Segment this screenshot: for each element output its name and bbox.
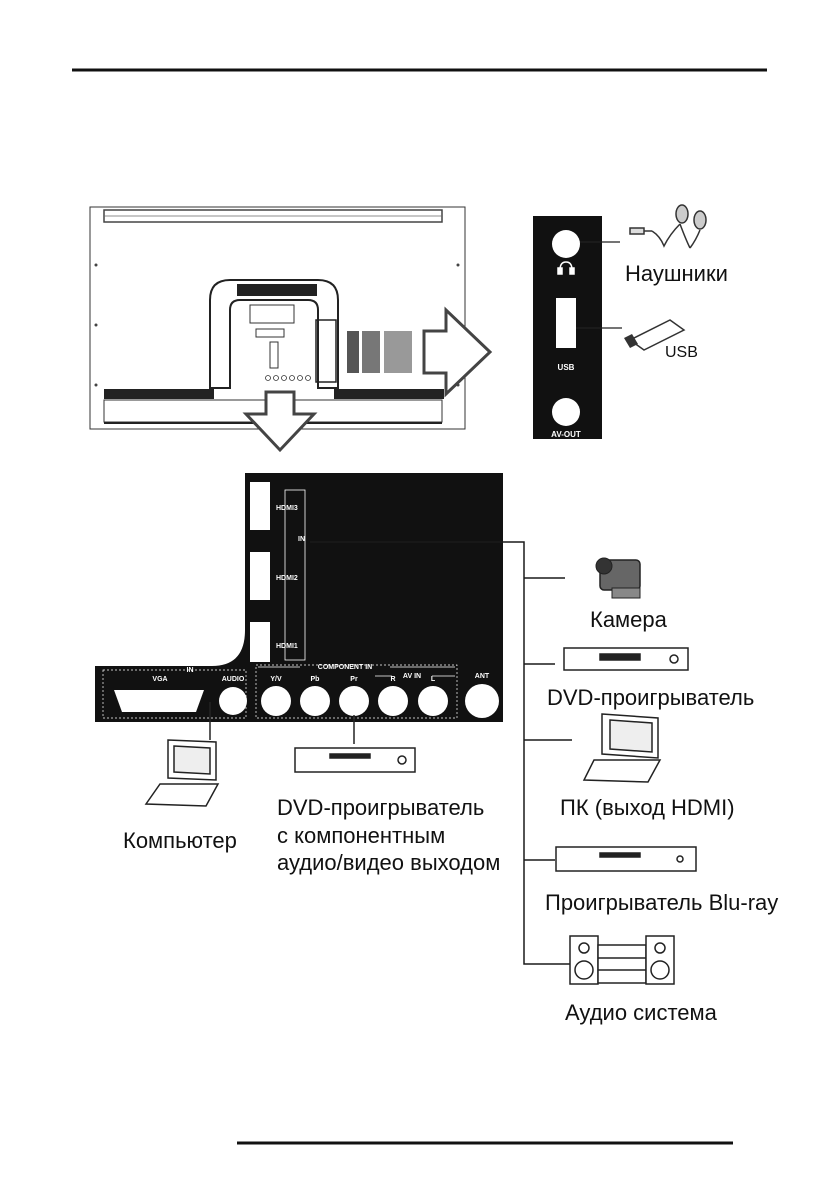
label-audio-system: Аудио система <box>565 1000 718 1025</box>
pb-jack <box>300 686 330 716</box>
pr-label: Pr <box>350 676 358 683</box>
r-jack <box>378 686 408 716</box>
hdmi2-port <box>250 552 270 600</box>
hdmi1-port <box>250 622 270 662</box>
vga-label: VGA <box>152 676 167 683</box>
label-bluray: Проигрыватель Blu-ray <box>545 890 778 915</box>
hdmi-in-label: IN <box>298 536 305 543</box>
hdmi-bus-lines <box>310 541 572 965</box>
av-out-jack <box>552 398 580 426</box>
label-pc-hdmi: ПК (выход HDMI) <box>560 795 735 820</box>
l-label: L <box>431 676 436 683</box>
ant-label: ANT <box>475 673 490 680</box>
label-component-dvd-line1: DVD-проигрыватель <box>277 795 484 820</box>
component-dvd-icon <box>294 747 416 773</box>
label-dvd-player: DVD-проигрыватель <box>547 685 754 710</box>
pr-jack <box>339 686 369 716</box>
r-label: R <box>390 676 395 683</box>
label-headphones: Наушники <box>625 261 728 286</box>
audio-label: AUDIO <box>222 676 245 683</box>
arrow-to-main-panel <box>242 390 318 453</box>
vga-port <box>114 690 204 712</box>
camera-icon <box>595 557 641 599</box>
yv-jack <box>261 686 291 716</box>
yv-label: Y/V <box>270 676 282 683</box>
laptop-pc-icon <box>582 713 662 783</box>
label-camera: Камера <box>590 607 668 632</box>
l-jack <box>418 686 448 716</box>
side-usb-label: USB <box>558 363 575 372</box>
main-panel: HDMI3 HDMI2 HDMI1 IN IN VGA AUDIO COMPON… <box>95 473 503 722</box>
label-component-dvd-line2: с компонентным <box>277 823 445 848</box>
headphones-icon <box>629 204 707 249</box>
audio-system-icon <box>569 935 675 985</box>
ant-jack <box>465 684 499 718</box>
label-usb-stick: USB <box>665 344 698 361</box>
hdmi3-label: HDMI3 <box>276 505 298 512</box>
bluray-player-icon <box>555 846 697 872</box>
headphone-icon <box>557 261 575 275</box>
hdmi3-port <box>250 482 270 530</box>
arrow-to-side-panel <box>347 306 493 398</box>
laptop-computer-icon <box>144 739 220 807</box>
in-top-label: IN <box>187 667 194 674</box>
component-in-label: COMPONENT IN <box>318 664 372 671</box>
label-component-dvd-line3: аудио/видео выходом <box>277 850 500 875</box>
audio-jack <box>219 687 247 715</box>
av-in-label: AV IN <box>403 673 421 680</box>
hdmi2-label: HDMI2 <box>276 575 298 582</box>
hdmi1-label: HDMI1 <box>276 643 298 650</box>
side-avout-label: AV-OUT <box>551 430 581 439</box>
usb-stick-icon <box>624 319 686 351</box>
pb-label: Pb <box>311 676 320 683</box>
label-computer: Компьютер <box>123 828 237 853</box>
usb-port <box>556 298 576 348</box>
headphone-jack <box>552 230 580 258</box>
dvd-player-icon <box>563 647 689 671</box>
